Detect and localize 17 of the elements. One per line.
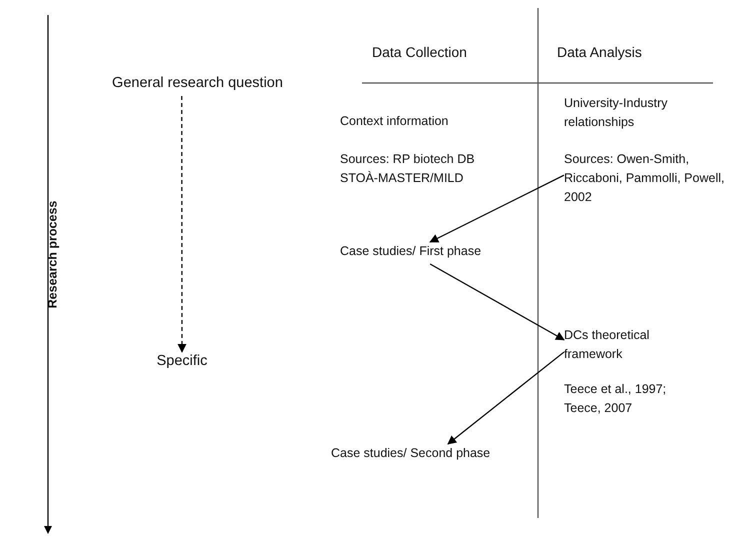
phase-text: Case studies/ First phase	[340, 242, 510, 261]
header-text: Data Analysis	[557, 43, 643, 62]
arrow	[178, 96, 186, 353]
source-text: Sources: Owen-Smith, Riccaboni, Pammolli, Powell, 2002	[564, 150, 732, 207]
note-text: Context information	[340, 113, 450, 130]
arrow	[430, 263, 565, 340]
axis-label: Research process	[44, 200, 60, 310]
header-text: Data Collection	[372, 43, 468, 62]
framework-text: DCs theoretical framework	[564, 326, 684, 364]
question-text: Specific	[150, 352, 214, 371]
citation-text: Teece et al., 1997; Teece, 2007	[564, 381, 668, 417]
question-text: General research question	[85, 74, 310, 93]
arrow	[447, 352, 564, 445]
note-text: University-Industry relationships	[564, 95, 668, 131]
phase-text: Case studies/ Second phase	[331, 444, 511, 463]
source-text: Sources: RP biotech DB STOÀ-MASTER/MILD	[340, 151, 476, 187]
arrow	[429, 174, 564, 243]
